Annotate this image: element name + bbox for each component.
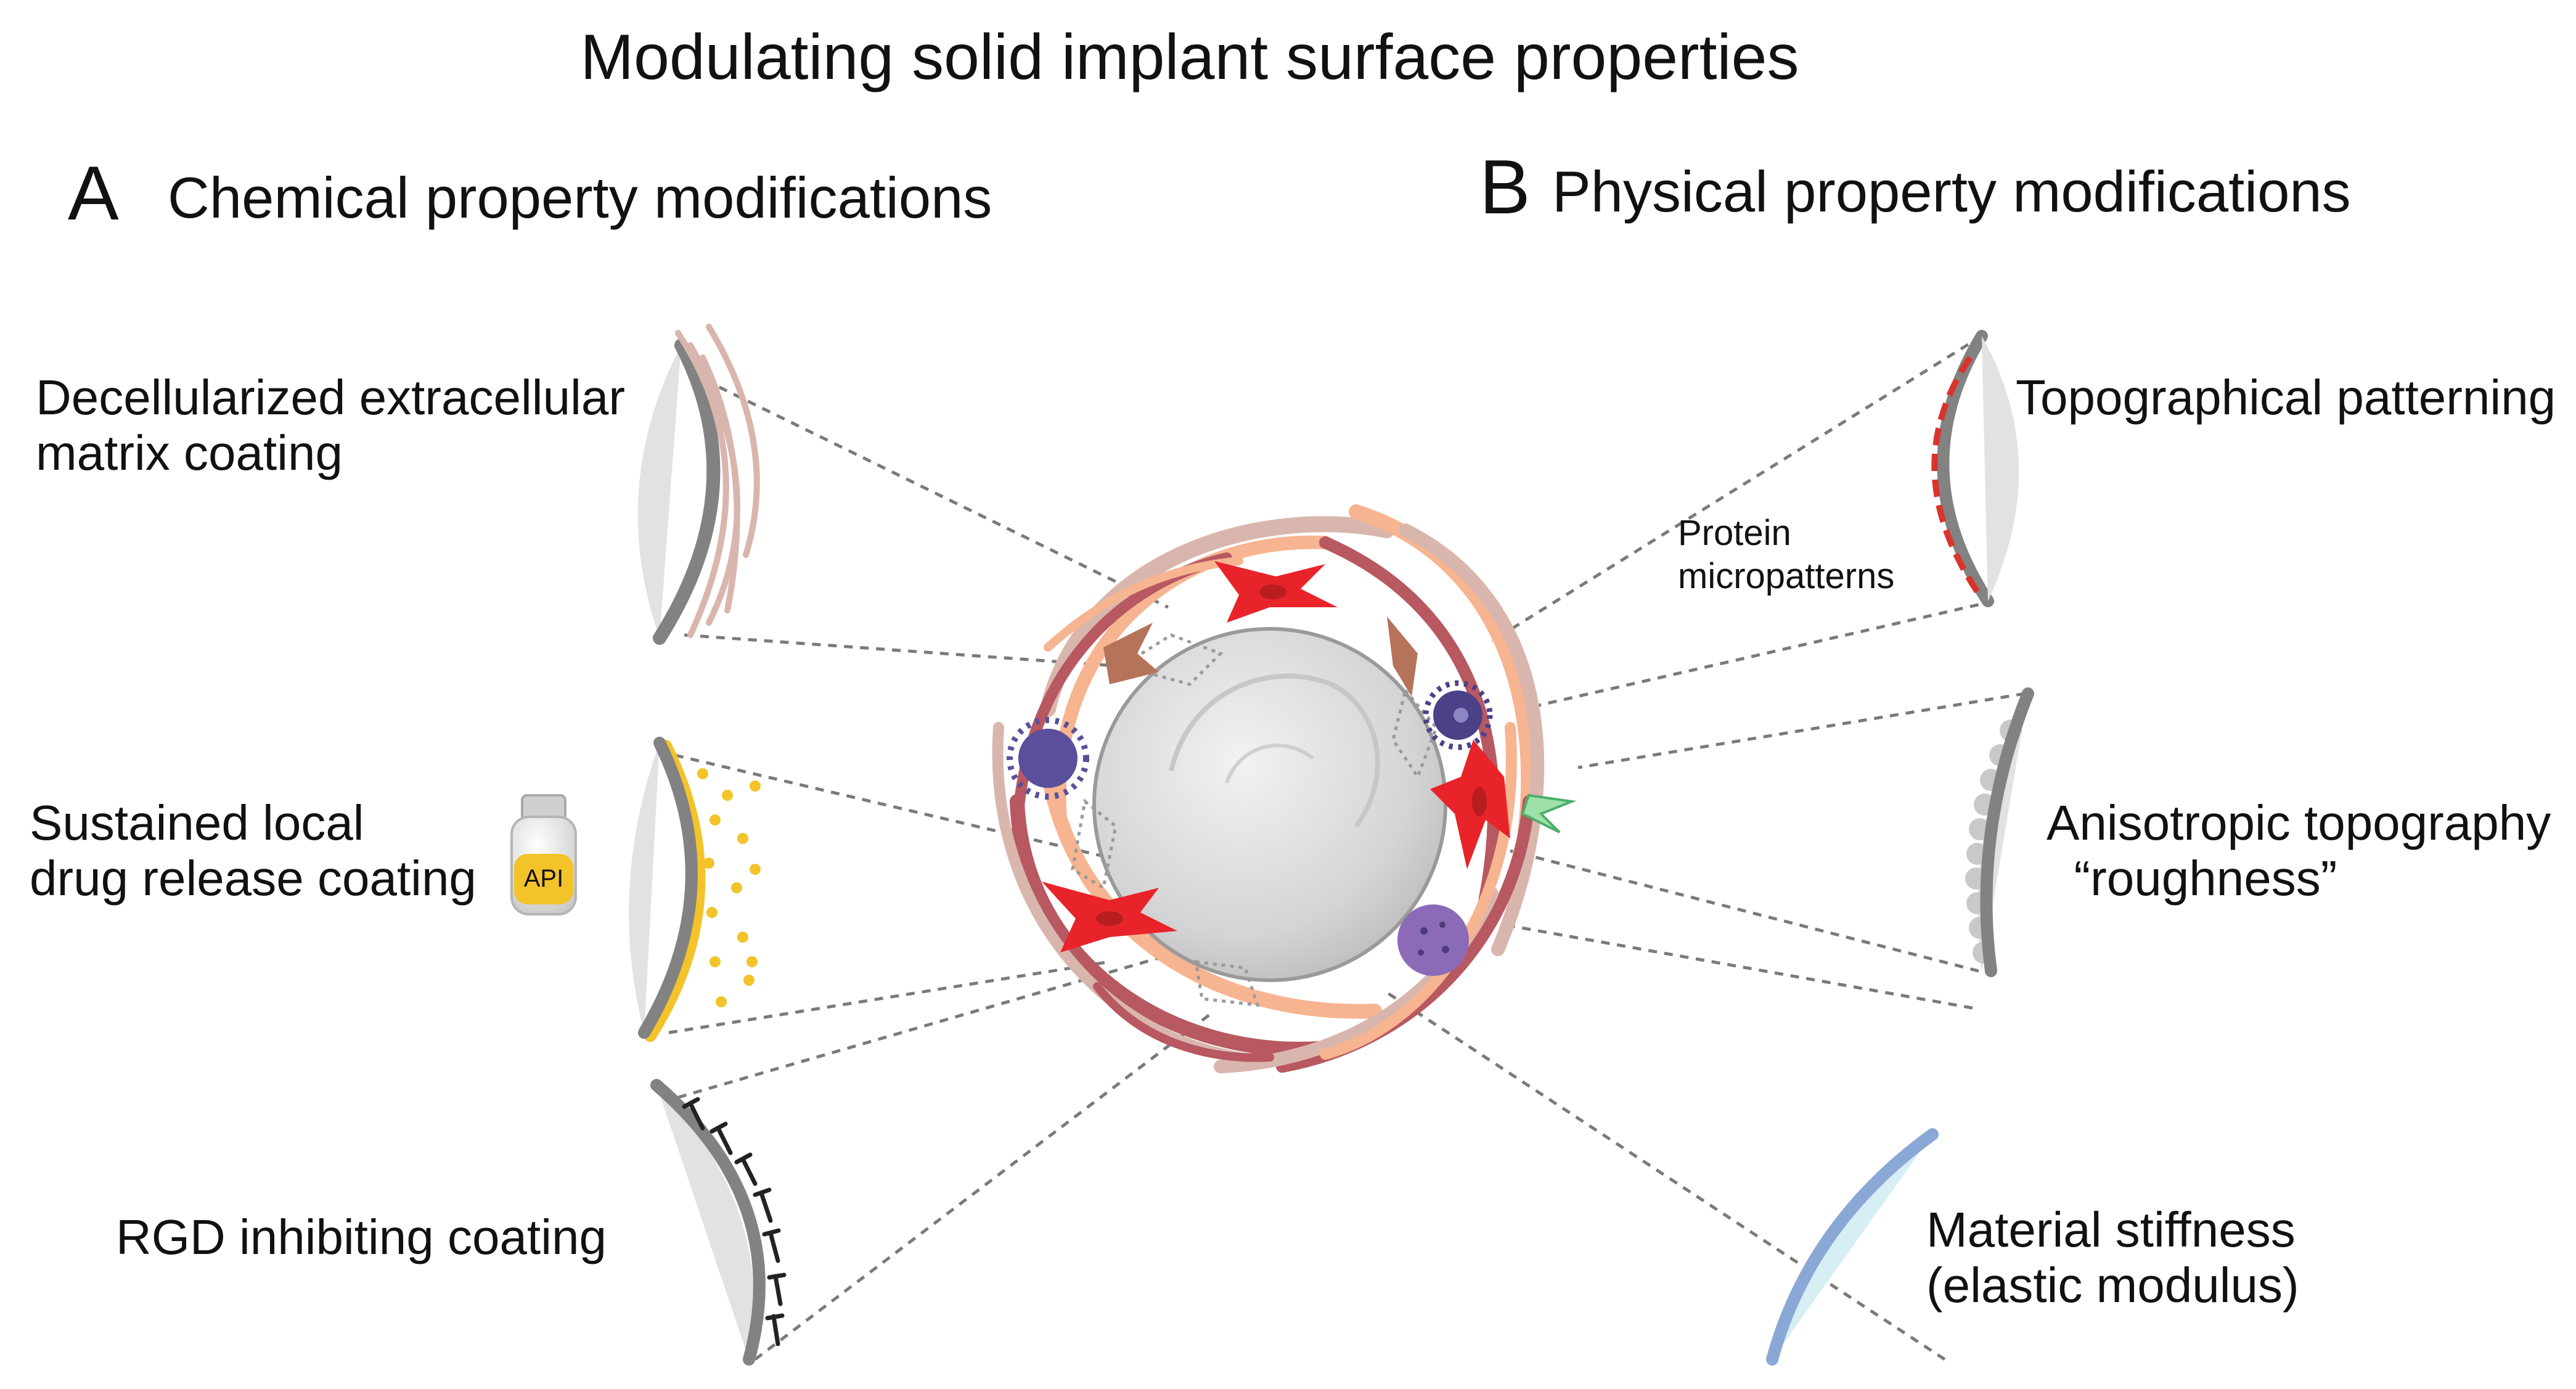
- stiffness-lens: [1766, 1128, 1939, 1366]
- api-bottle-icon: [510, 794, 577, 916]
- stiffness-label: Material stiffness (elastic modulus): [1926, 1202, 2299, 1313]
- panel-b-title: Physical property modifications: [1552, 159, 2351, 224]
- protein-micropatterns-label: Protein micropatterns: [1678, 513, 1895, 596]
- drug-release-lens: [629, 737, 761, 1042]
- connector-lines: [668, 334, 2026, 1361]
- topographical-lens: [1931, 330, 2019, 607]
- topographical-label: Topographical patterning: [2016, 370, 2556, 425]
- main-title: Modulating solid implant surface propert…: [580, 22, 1799, 93]
- panel-b-letter: B: [1479, 145, 1531, 230]
- drug-release-label: Sustained local drug release coating: [30, 795, 476, 906]
- panel-a-letter: A: [68, 151, 119, 236]
- roughness-lens: [1965, 687, 2034, 977]
- panel-a-title: Chemical property modifications: [168, 165, 992, 230]
- rgd-coating-lens: [650, 1079, 787, 1366]
- ecm-coating-label: Decellularized extracellular matrix coat…: [36, 370, 625, 480]
- implant-assembly: [992, 504, 1577, 1073]
- macrophage-cells: [1007, 680, 1493, 976]
- api-bottle-label: API: [523, 865, 564, 892]
- ecm-coating-lens: [637, 324, 760, 645]
- fibroblast-cells: [1042, 561, 1510, 953]
- rgd-coating-label: RGD inhibiting coating: [116, 1210, 607, 1264]
- roughness-label: Anisotropic topography “roughness”: [2046, 795, 2551, 906]
